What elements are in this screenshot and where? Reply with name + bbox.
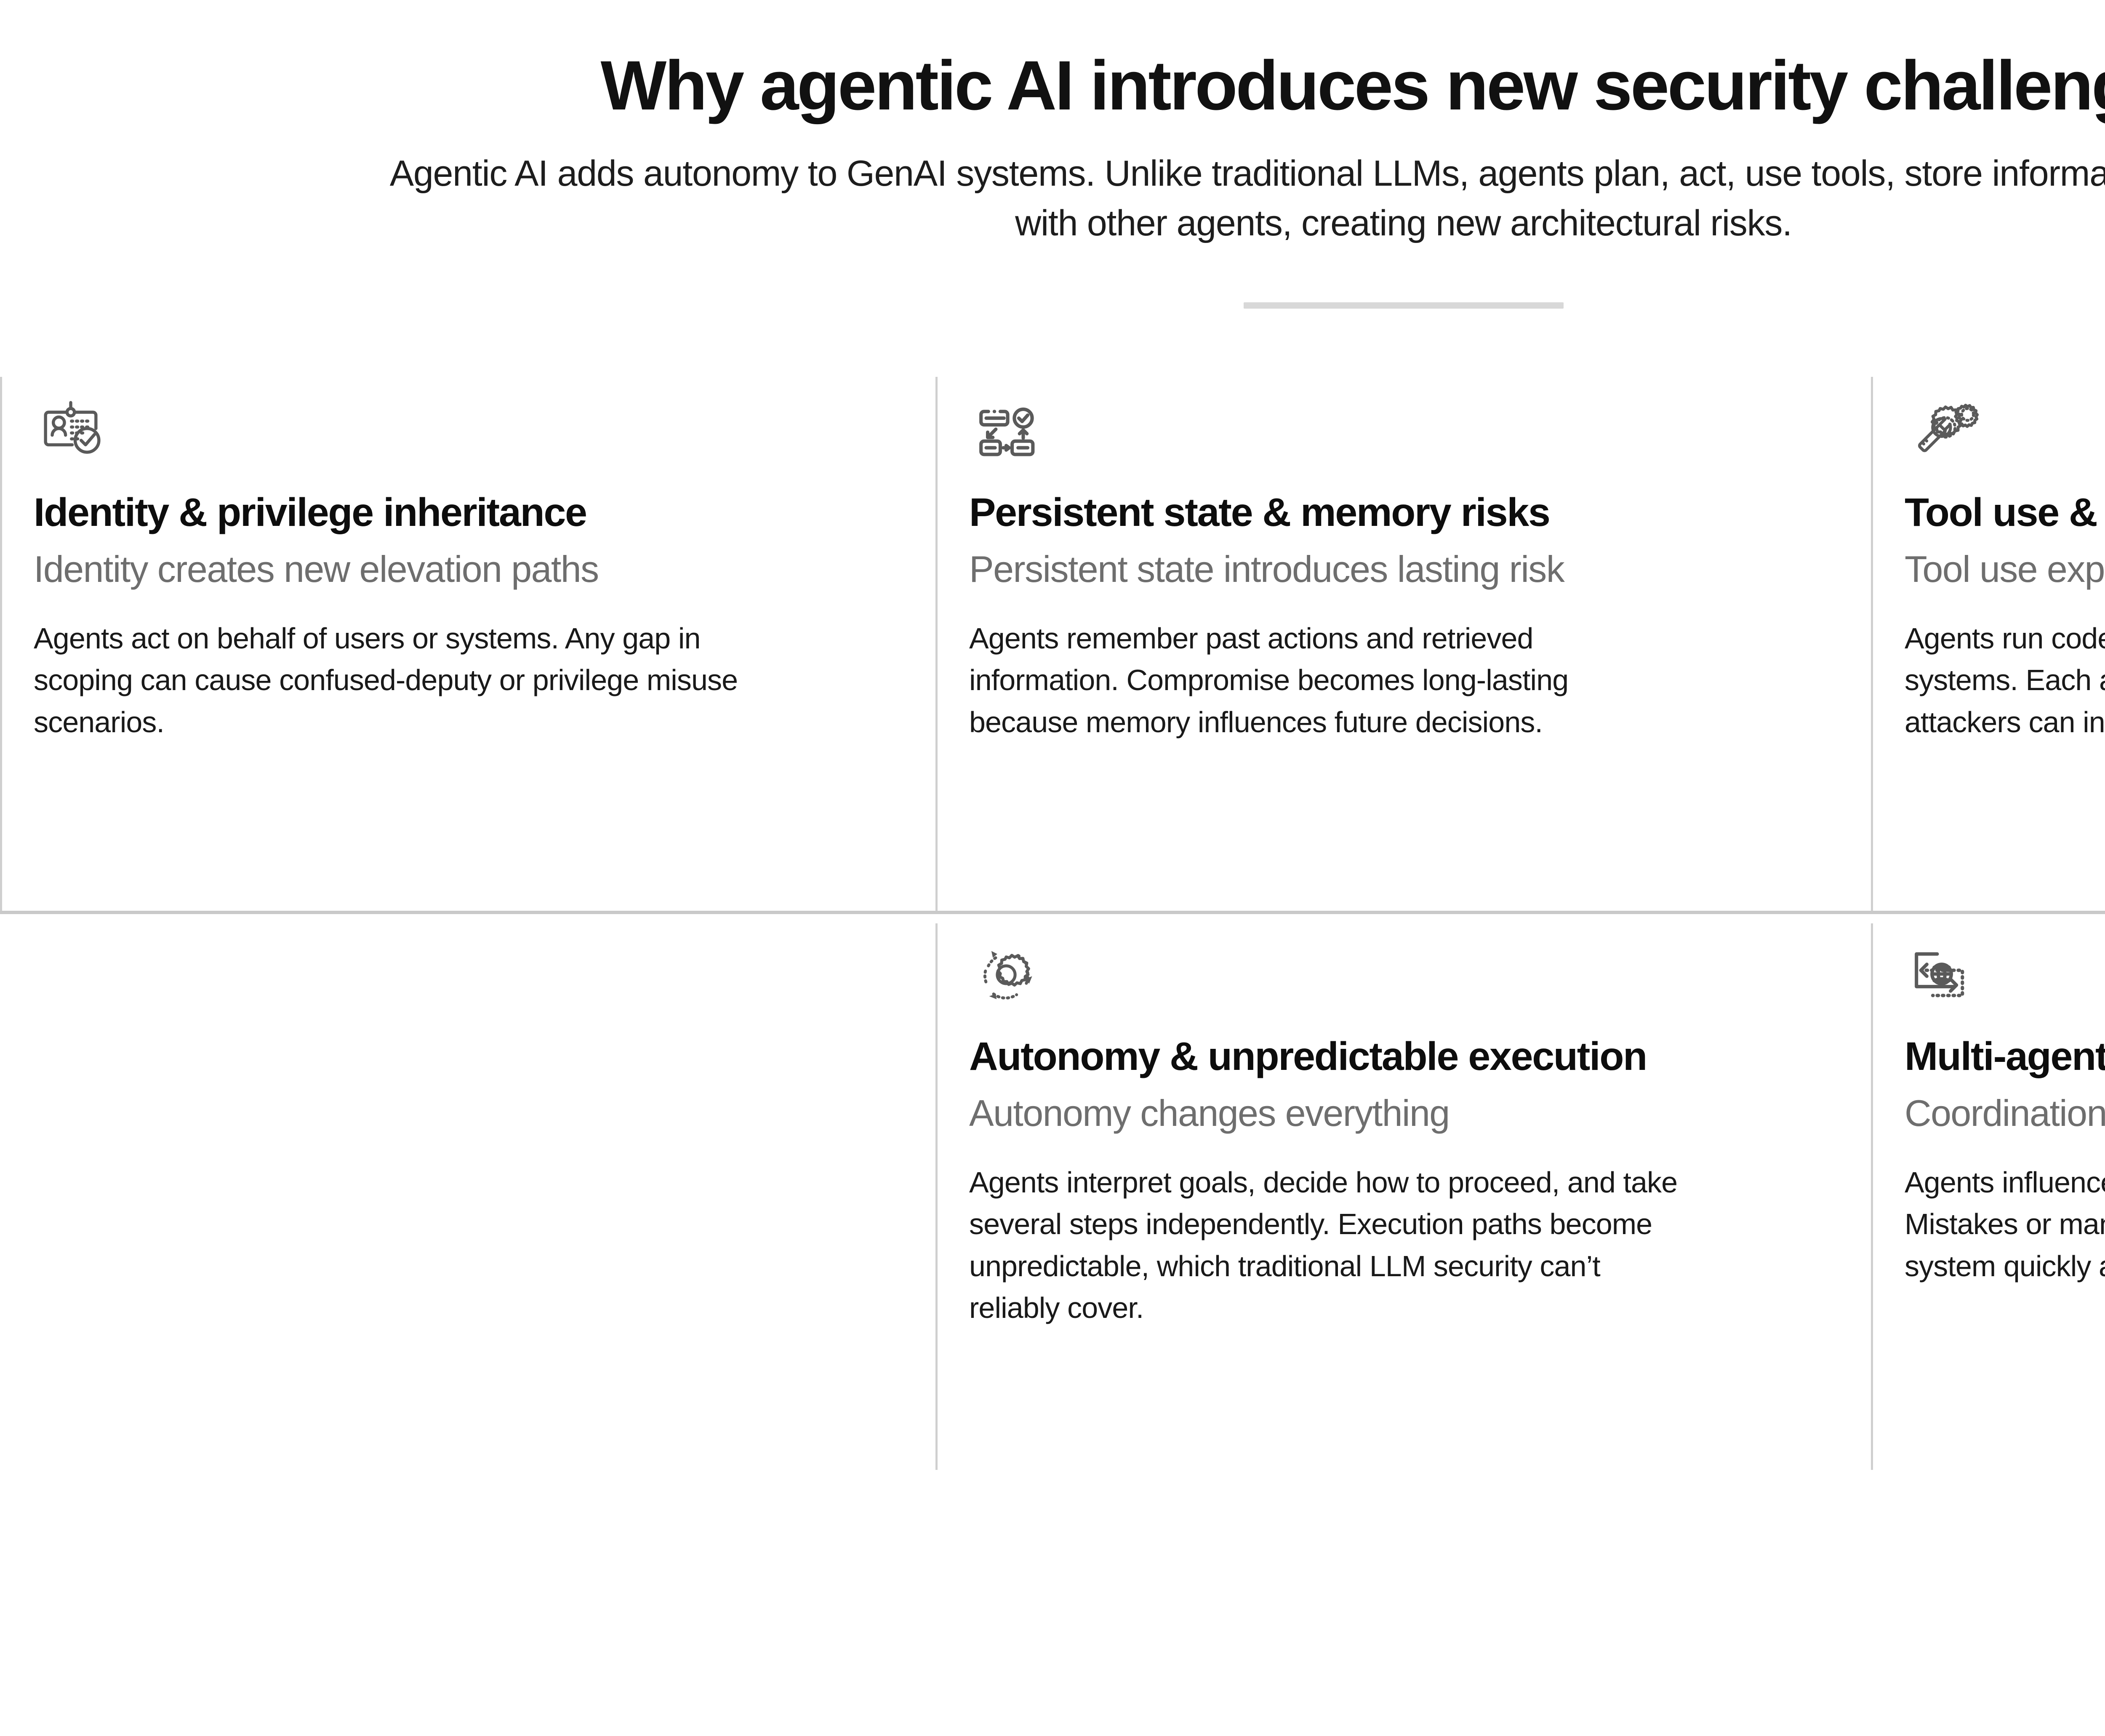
card-title: Identity & privilege inheritance [34,490,587,535]
card-body: Agents influence each other’s reasoning … [1905,1165,2105,1283]
card-subtitle: Autonomy changes everything [969,1092,1450,1134]
card-autonomy-unpredictable-execution[interactable]: Autonomy & unpredictable execution Auton… [935,914,1871,1470]
cards-row-bottom: Autonomy & unpredictable execution Auton… [0,914,2105,1470]
card-persistent-state-memory-risks[interactable]: Persistent state & memory risks Persiste… [935,368,1871,911]
wrench-gears-icon [1905,394,1979,468]
card-subtitle: Coordination amplifies failures [1905,1092,2105,1134]
page-subtitle: Agentic AI adds autonomy to GenAI system… [389,153,2105,244]
workflow-state-icon [969,394,1043,468]
card-body: Agents run code, call APIs, fetch data, … [1905,621,2105,739]
header-divider [1243,302,1564,309]
card-title: Autonomy & unpredictable execution [969,1034,1647,1079]
page-header: Why agentic AI introduces new security c… [0,0,2105,309]
globe-exchange-icon [1905,938,1979,1012]
card-body: Agents act on behalf of users or systems… [34,621,738,739]
card-title: Tool use & external actions [1905,490,2105,535]
card-title: Persistent state & memory risks [969,490,1551,535]
page-title: Why agentic AI introduces new security c… [600,47,2105,125]
grid-spacer [0,914,935,1470]
gear-rotation-icon [969,938,1043,1012]
id-badge-check-icon [34,394,108,468]
cards-row-top: Identity & privilege inheritance Identit… [0,368,2105,911]
card-title: Multi-agent coordination [1905,1034,2105,1079]
card-body: Agents remember past actions and retriev… [969,621,1569,739]
cards-grid: Identity & privilege inheritance Identit… [0,368,2105,1470]
row-separator [0,910,2105,914]
card-subtitle: Persistent state introduces lasting risk [969,548,1565,590]
card-body: Agents interpret goals, decide how to pr… [969,1165,1678,1325]
card-identity-privilege-inheritance[interactable]: Identity & privilege inheritance Identit… [0,368,935,911]
card-subtitle: Tool use expands the blast radius [1905,548,2105,590]
card-subtitle: Identity creates new elevation paths [34,548,599,590]
card-tool-use-external-actions[interactable]: Tool use & external actions Tool use exp… [1871,368,2105,911]
card-multi-agent-coordination[interactable]: Multi-agent coordination Coordination am… [1871,914,2105,1470]
